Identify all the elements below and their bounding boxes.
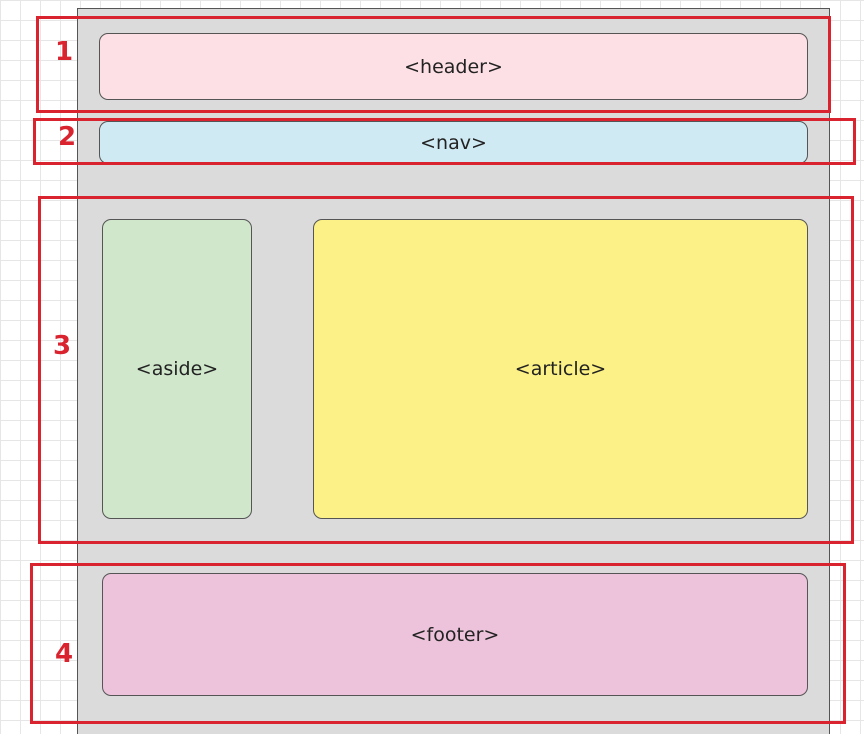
callout-number-4: 4 [55,639,74,669]
footer-region: <footer> [102,573,808,696]
header-region: <header> [99,33,808,100]
header-label: <header> [404,55,503,78]
article-label: <article> [514,358,607,380]
callout-number-2: 2 [58,122,77,152]
aside-region: <aside> [102,219,252,519]
callout-box-4 [30,563,846,724]
footer-label: <footer> [410,623,500,646]
nav-label: <nav> [420,131,487,154]
article-region: <article> [313,219,808,519]
aside-label: <aside> [135,358,219,380]
callout-box-2 [33,118,856,165]
callout-box-3 [38,196,854,544]
callout-number-1: 1 [55,37,74,67]
callout-number-3: 3 [53,331,72,361]
callout-box-1 [36,16,831,113]
